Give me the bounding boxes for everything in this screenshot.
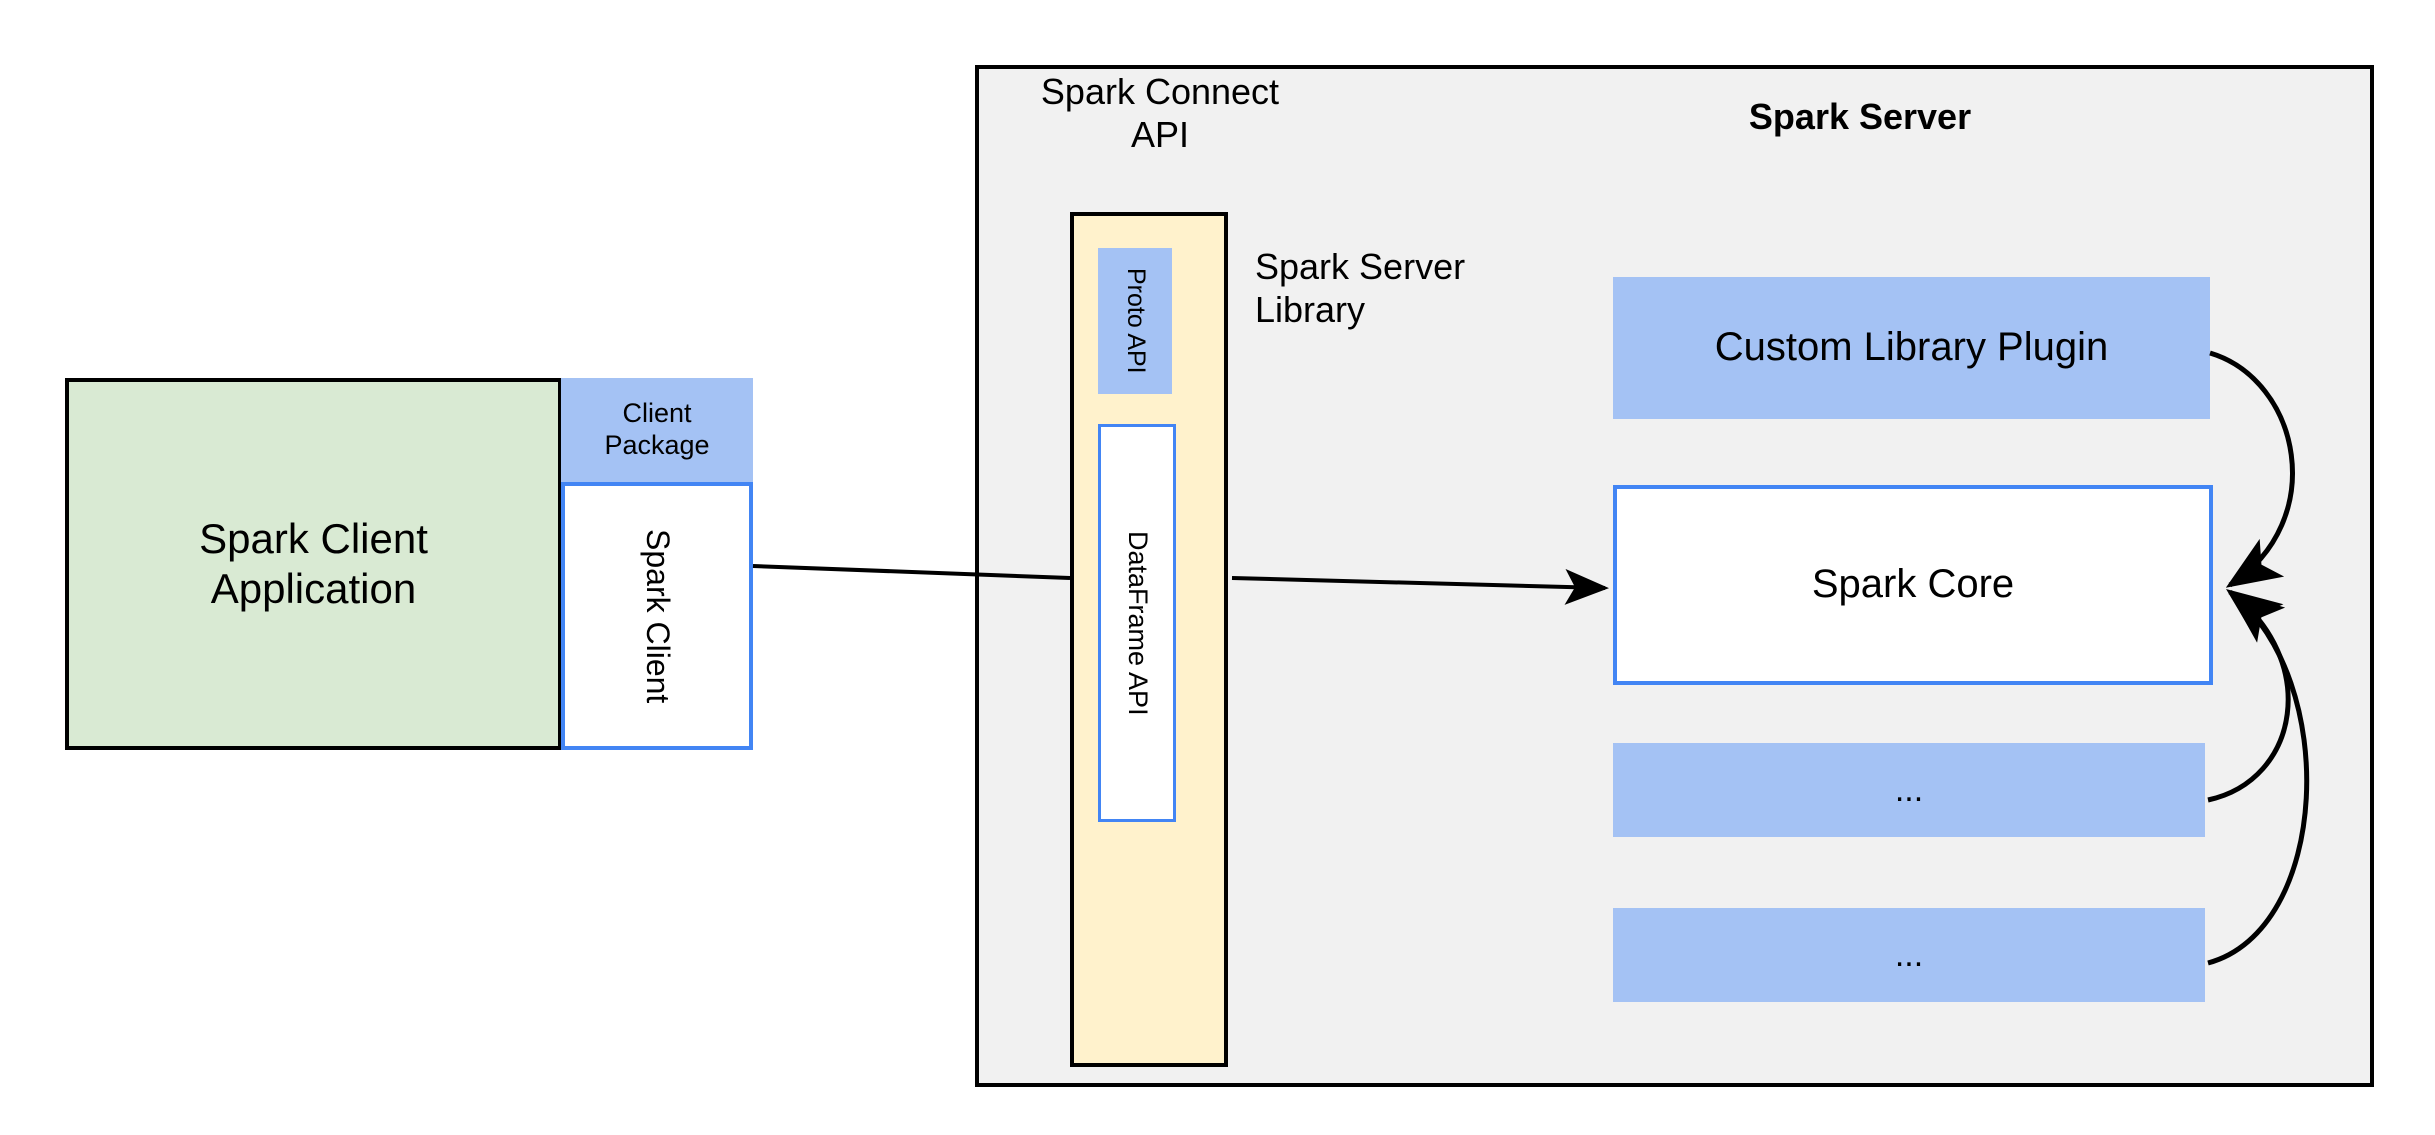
ellipsis-label-1: ...: [1894, 770, 1924, 809]
spark-client-label: Spark Client: [639, 528, 676, 704]
client-package-label: Client Package: [604, 398, 710, 460]
spark-connect-api-label: Spark Connect API: [1040, 71, 1280, 156]
spark-server-title: Spark Server: [1748, 96, 1972, 137]
ellipsis-label-2: ...: [1894, 935, 1924, 974]
ellipsis-box-2[interactable]: ...: [1613, 908, 2205, 1002]
dataframe-api-box[interactable]: DataFrame API: [1098, 424, 1176, 822]
dataframe-api-label: DataFrame API: [1122, 530, 1153, 716]
ellipsis-box-1[interactable]: ...: [1613, 743, 2205, 837]
custom-library-plugin-label: Custom Library Plugin: [1714, 325, 2109, 370]
spark-client-box[interactable]: Spark Client: [561, 482, 753, 750]
spark-core-box[interactable]: Spark Core: [1613, 485, 2213, 685]
spark-server-library-label: Spark Server Library: [1255, 246, 1466, 331]
proto-api-label: Proto API: [1121, 268, 1150, 374]
proto-api-box[interactable]: Proto API: [1098, 248, 1172, 394]
custom-library-plugin-box[interactable]: Custom Library Plugin: [1613, 277, 2210, 419]
client-package-box[interactable]: Client Package: [561, 378, 753, 482]
spark-client-application-label: Spark Client Application: [199, 515, 428, 612]
spark-core-label: Spark Core: [1811, 562, 2015, 607]
spark-client-application-box[interactable]: Spark Client Application: [65, 378, 562, 750]
